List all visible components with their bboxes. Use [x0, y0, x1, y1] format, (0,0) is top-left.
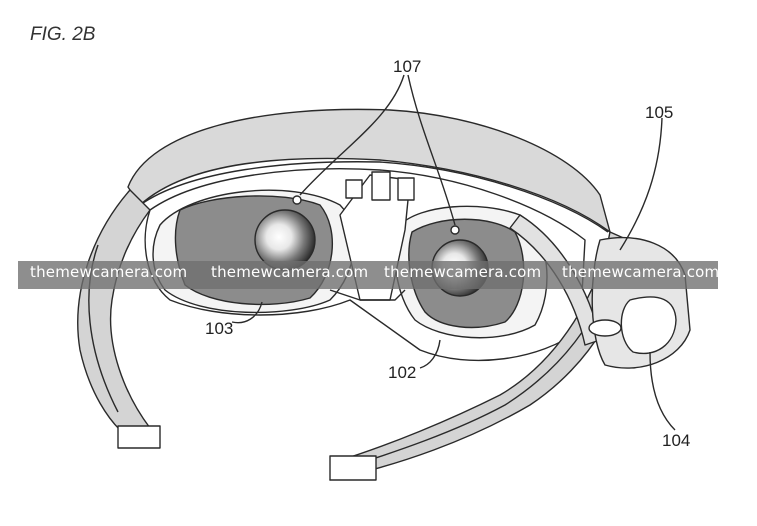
leader-107b: [407, 74, 456, 226]
side-button: [620, 296, 677, 355]
label-107: 107: [393, 57, 421, 76]
label-102: 102: [388, 363, 416, 382]
label-103: 103: [205, 319, 233, 338]
side-strap: [509, 214, 601, 346]
leader-104: [649, 351, 676, 431]
right-sensor: [450, 225, 460, 235]
left-strap-clip: [117, 425, 161, 449]
watermark-band: [18, 261, 718, 289]
leader-102: [419, 339, 441, 369]
watermark-text: themewcamera.com: [562, 263, 720, 281]
leader-107a: [299, 74, 405, 196]
watermark-text: themewcamera.com: [384, 263, 542, 281]
watermark-text: themewcamera.com: [30, 263, 188, 281]
figure-title: FIG. 2B: [30, 24, 96, 45]
leader-103: [231, 301, 263, 324]
left-sensor: [292, 195, 302, 205]
label-104: 104: [662, 431, 690, 450]
leader-105: [619, 117, 663, 251]
face-cavity: [144, 168, 586, 362]
headset-top-band: [127, 108, 611, 233]
label-105: 105: [645, 103, 673, 122]
right-strap-clip: [329, 455, 377, 481]
watermark-text: themewcamera.com: [211, 263, 369, 281]
